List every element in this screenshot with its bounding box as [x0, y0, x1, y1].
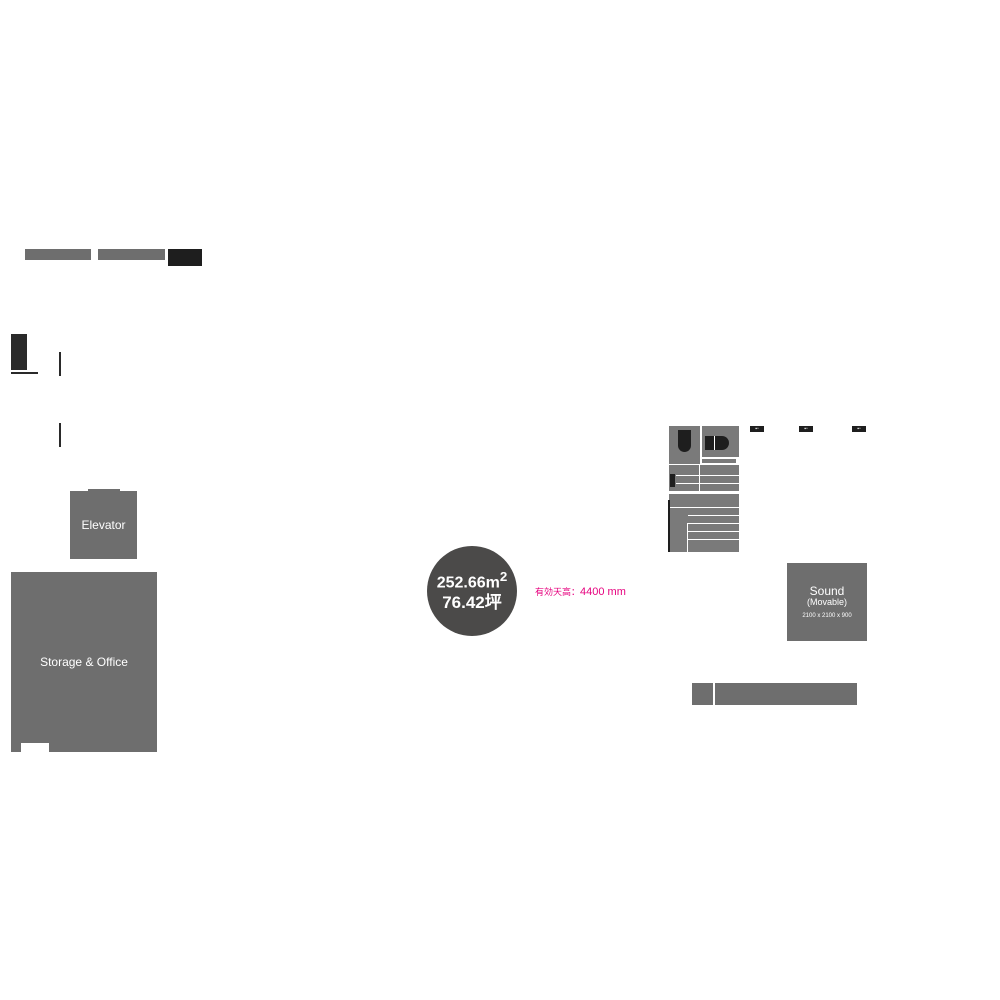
top-bar-right	[168, 249, 202, 266]
switch-icon-2: ▪▫	[799, 426, 813, 432]
restroom-counter	[702, 459, 736, 463]
sink-icon	[670, 474, 675, 487]
toilet-icon	[678, 430, 691, 452]
sound-booth-subtitle: (Movable)	[806, 596, 847, 607]
elevator-room: Elevator	[70, 491, 137, 559]
area-square-meters: 252.66m2	[436, 569, 508, 592]
elevator-label: Elevator	[81, 518, 126, 532]
storage-office-room: Storage & Office	[11, 572, 157, 752]
ceiling-height: 有効天高：4400 mm	[535, 585, 626, 598]
ceiling-height-label: 有効天高：	[535, 587, 581, 597]
ceiling-height-value: 4400 mm	[580, 586, 626, 598]
bench-counter	[692, 683, 857, 705]
door-block	[11, 334, 27, 370]
top-bar-middle	[98, 249, 165, 260]
stair-rail	[668, 500, 670, 552]
switch-icon-3: ▪▫	[852, 426, 866, 432]
storage-door-gap	[21, 743, 49, 752]
sound-booth-dimensions: 2100 x 2100 x 900	[802, 612, 852, 619]
top-bar-left	[25, 249, 91, 260]
area-ping: 76.42坪	[442, 593, 502, 613]
storage-office-label: Storage & Office	[40, 655, 128, 669]
sound-booth-title: Sound	[809, 583, 845, 598]
sound-booth: Sound (Movable) 2100 x 2100 x 900	[787, 563, 867, 641]
elevator-door	[88, 489, 120, 492]
bench-divider	[713, 683, 715, 705]
switch-icon-1: ▪▫	[750, 426, 764, 432]
toilet-icon-2	[705, 436, 729, 450]
door-block-base	[11, 372, 38, 374]
restroom-lower	[669, 465, 739, 491]
wall-tick-upper	[59, 352, 61, 376]
wall-tick-lower	[59, 423, 61, 447]
area-badge: 252.66m2 76.42坪	[427, 546, 517, 636]
